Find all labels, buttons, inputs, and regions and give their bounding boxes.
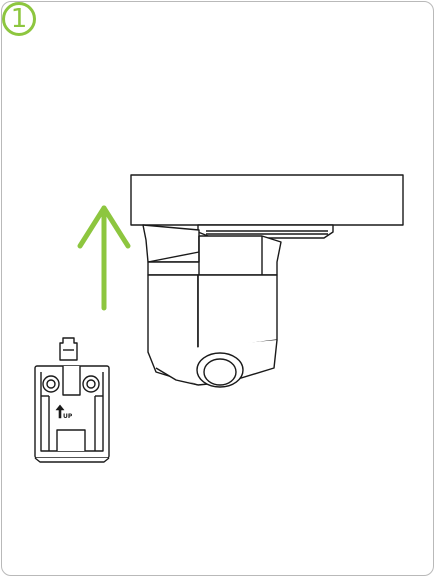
up-arrow-icon (77, 205, 131, 311)
camera-icon (130, 174, 404, 388)
step-badge: 1 (2, 2, 36, 36)
step-number: 1 (10, 3, 28, 34)
mounting-bracket-icon (34, 337, 110, 463)
bracket-up-label: UP (63, 413, 73, 420)
